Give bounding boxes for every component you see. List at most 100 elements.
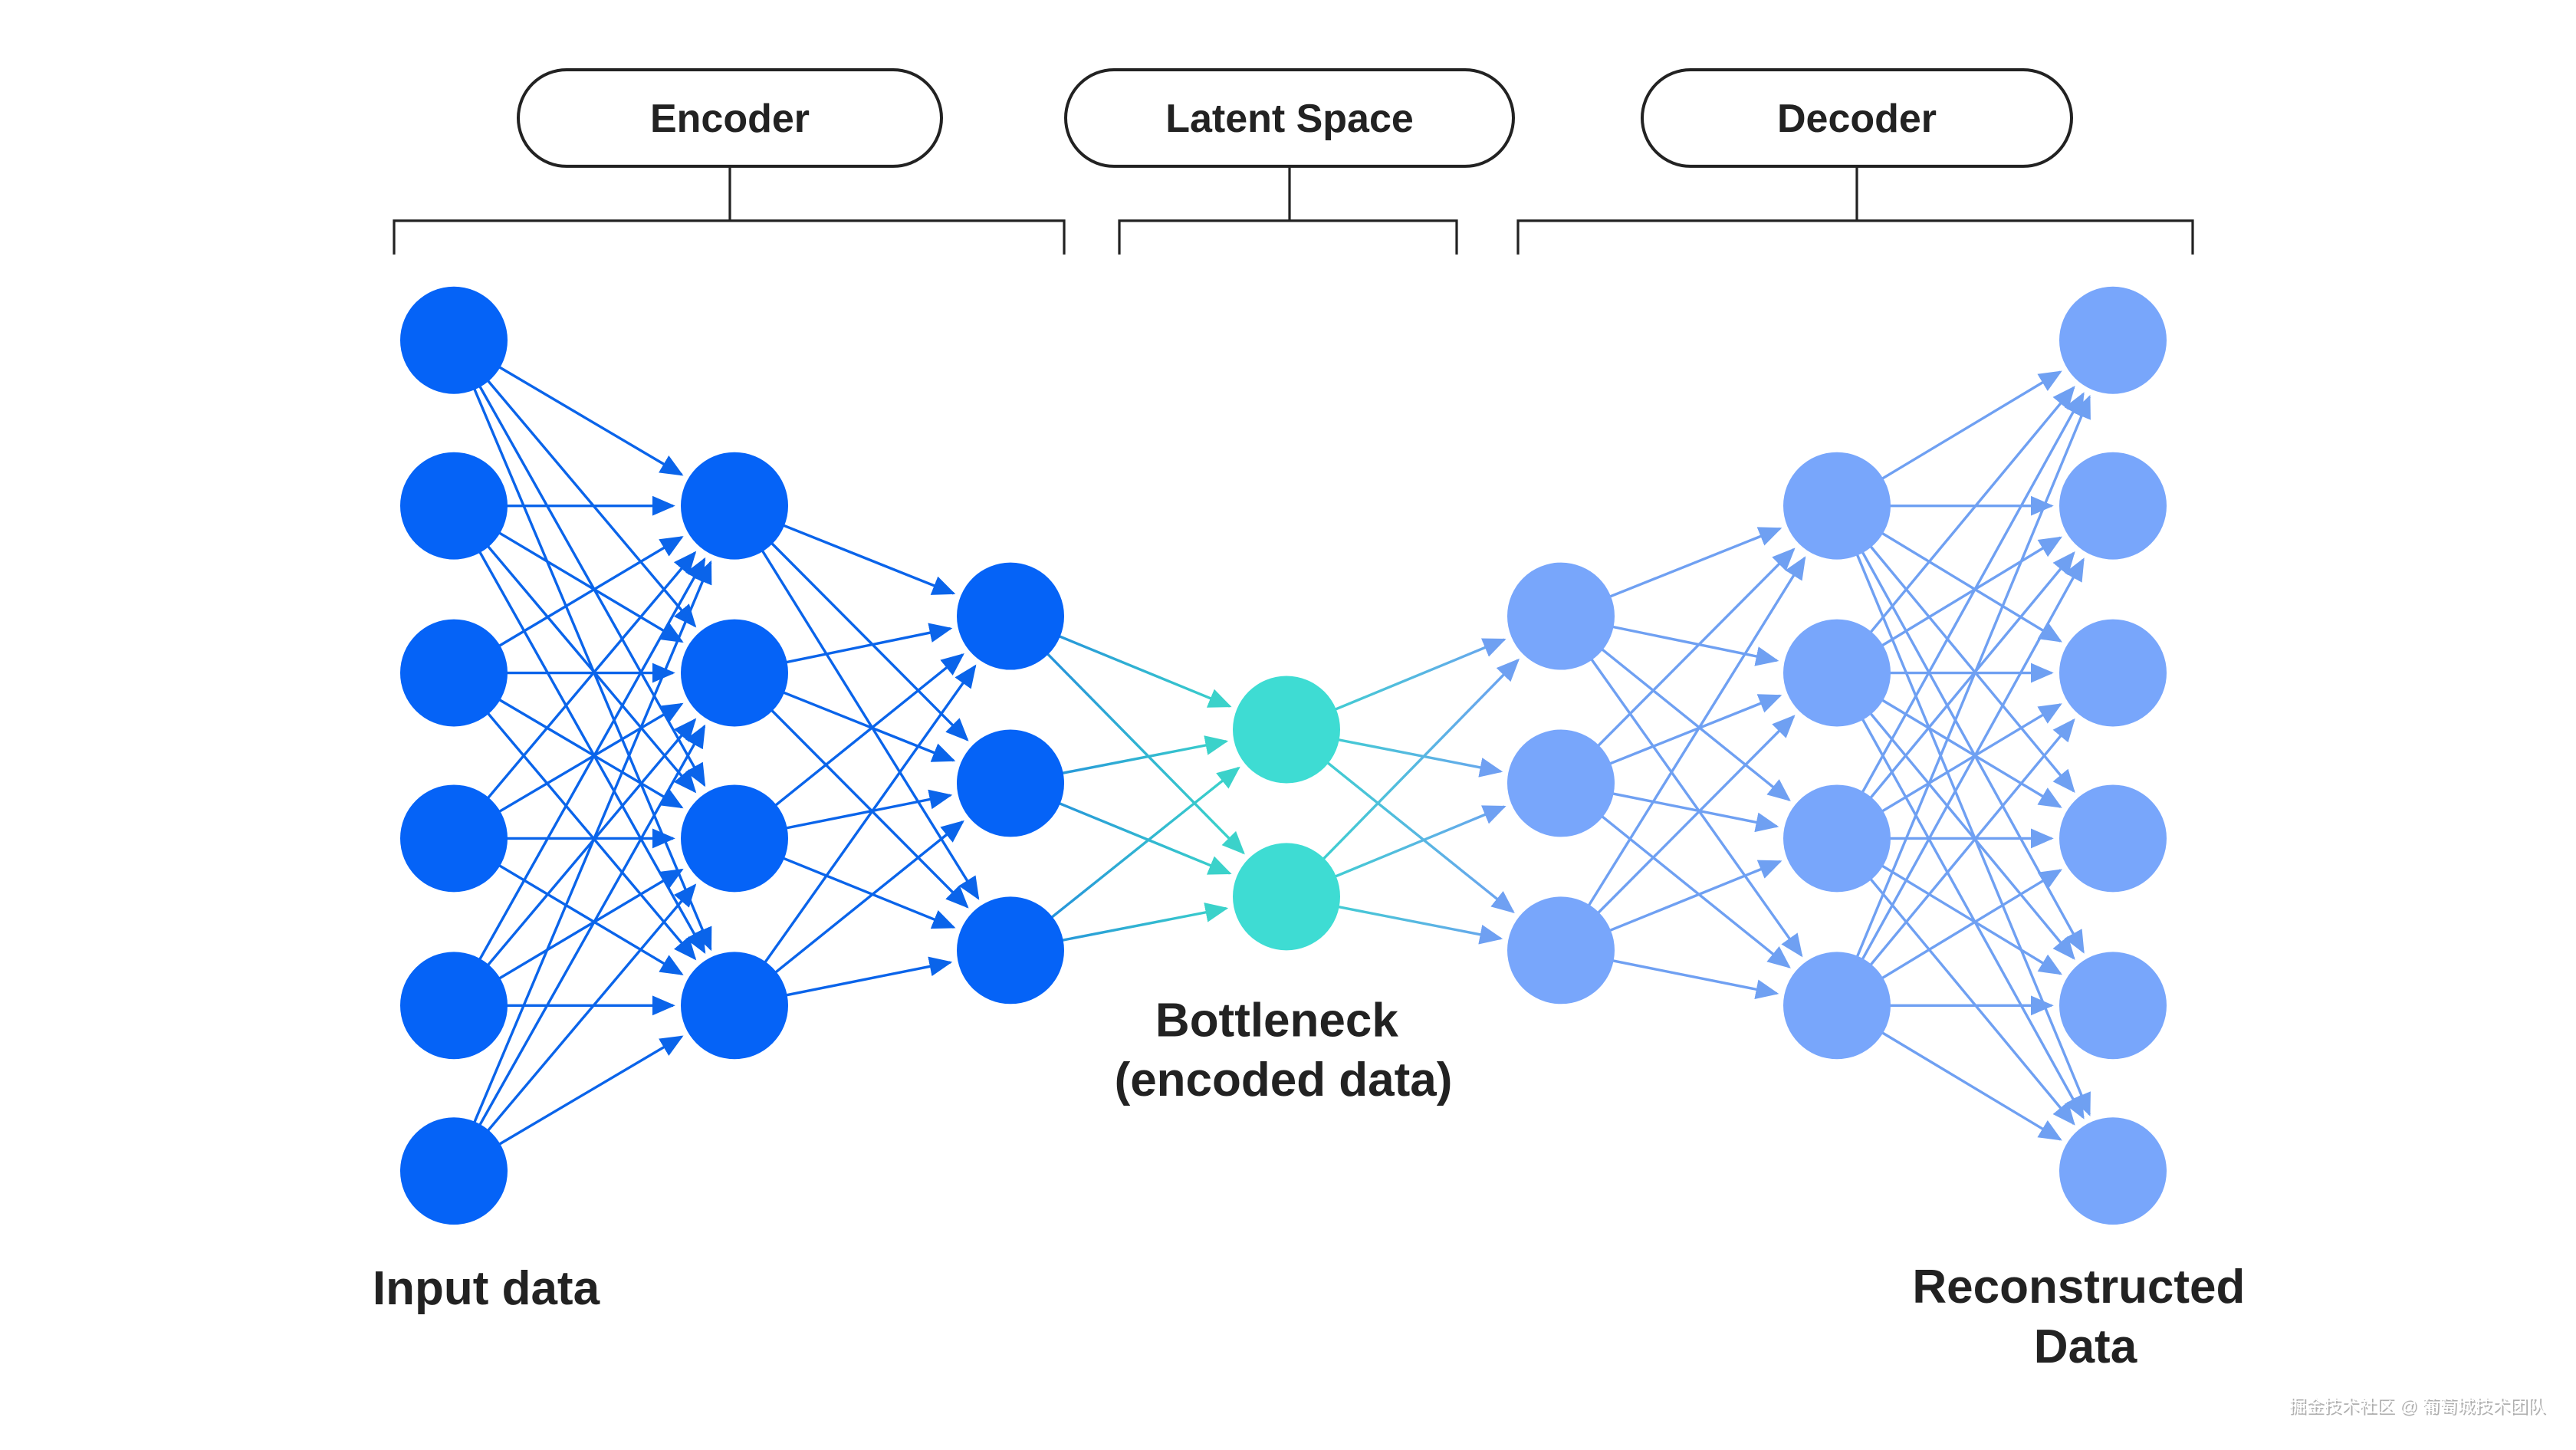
- edge-encoder-hidden-1-2-to-encoder-hidden-2-1: [777, 789, 953, 831]
- edge-decoder-hidden-1-2-to-decoder-hidden-2-0: [1583, 556, 1806, 913]
- edge-encoder-hidden-1-0-to-encoder-hidden-2-2: [757, 543, 980, 900]
- edge-decoder-hidden-2-3-to-output-layer-2: [1864, 718, 2075, 972]
- node-input-layer-6: [400, 1117, 508, 1225]
- edge-decoder-hidden-1-1-to-decoder-hidden-2-1: [1602, 694, 1783, 768]
- watermark-shadow-text: 掘金技术社区 @ 葡萄城技术团队: [2290, 1397, 2547, 1417]
- text-labels: Input data Bottleneck (encoded data) Rec…: [373, 994, 2258, 1373]
- edge-input-layer-1-to-encoder-hidden-1-2: [481, 538, 697, 794]
- input-data-label: Input data: [373, 1262, 600, 1315]
- bottleneck-label: Bottleneck (encoded data): [1115, 994, 1453, 1106]
- node-input-layer-3: [400, 619, 508, 727]
- node-output-layer-5: [2059, 952, 2167, 1060]
- node-encoder-hidden-2-1: [957, 562, 1064, 670]
- reconstructed-label-line2: Data: [2034, 1320, 2137, 1373]
- encoder-bracket: [393, 219, 1066, 255]
- edge-bottleneck-layer-1-to-decoder-hidden-1-1: [1326, 805, 1506, 881]
- edge-decoder-hidden-2-3-to-output-layer-3: [1874, 869, 2062, 984]
- edge-decoder-hidden-2-3-to-output-layer-5: [1874, 1027, 2062, 1141]
- edge-decoder-hidden-1-2-to-decoder-hidden-2-3: [1604, 958, 1779, 1000]
- edge-decoder-hidden-1-2-to-decoder-hidden-2-2: [1602, 860, 1783, 935]
- edge-encoder-hidden-1-1-to-encoder-hidden-2-2: [764, 703, 969, 909]
- edge-input-layer-4-to-encoder-hidden-1-1: [481, 718, 697, 973]
- watermark: 掘金技术社区 @ 葡萄城技术团队 掘金技术社区 @ 葡萄城技术团队: [2288, 1396, 2547, 1417]
- edge-decoder-hidden-1-0-to-decoder-hidden-2-2: [1595, 643, 1791, 802]
- edges-layer: [469, 361, 2091, 1150]
- latent-space-pill-label: Latent Space: [1165, 97, 1414, 141]
- edge-input-layer-3-to-encoder-hidden-1-1: [491, 702, 684, 817]
- edge-input-layer-4-to-encoder-hidden-1-0: [474, 557, 706, 968]
- node-encoder-hidden-1-4: [681, 952, 788, 1060]
- edge-encoder-hidden-1-0-to-encoder-hidden-2-0: [775, 521, 956, 595]
- edge-decoder-hidden-2-2-to-output-layer-5: [1864, 871, 2075, 1126]
- edge-decoder-hidden-2-1-to-output-layer-0: [1864, 386, 2075, 640]
- edge-input-layer-0-to-encoder-hidden-1-0: [491, 361, 684, 476]
- edge-encoder-hidden-1-2-to-encoder-hidden-2-2: [775, 853, 956, 929]
- node-encoder-hidden-2-2: [957, 729, 1064, 837]
- edge-decoder-hidden-2-2-to-output-layer-1: [1864, 551, 2075, 805]
- node-encoder-hidden-1-2: [681, 619, 788, 727]
- node-input-layer-2: [400, 452, 508, 560]
- node-encoder-hidden-1-1: [681, 452, 788, 560]
- edge-input-layer-2-to-encoder-hidden-1-3: [481, 705, 697, 961]
- edge-decoder-hidden-2-2-to-output-layer-2: [1874, 703, 2062, 817]
- edge-encoder-hidden-2-0-to-bottleneck-layer-1: [1040, 646, 1245, 855]
- edge-bottleneck-layer-1-to-decoder-hidden-1-0: [1316, 658, 1520, 866]
- edge-encoder-hidden-1-1-to-encoder-hidden-2-0: [777, 623, 953, 666]
- node-input-layer-4: [400, 784, 508, 893]
- edge-bottleneck-layer-0-to-decoder-hidden-1-0: [1326, 638, 1506, 714]
- edge-encoder-hidden-1-3-to-encoder-hidden-2-2: [777, 956, 953, 998]
- node-encoder-hidden-1-3: [681, 784, 788, 893]
- edge-bottleneck-layer-0-to-decoder-hidden-1-2: [1320, 756, 1515, 913]
- edge-encoder-hidden-1-3-to-encoder-hidden-2-0: [759, 664, 977, 970]
- node-bottleneck-layer-1: [1233, 676, 1340, 784]
- edge-input-layer-0-to-encoder-hidden-1-3: [469, 380, 712, 952]
- edge-input-layer-5-to-encoder-hidden-1-3: [491, 1035, 684, 1150]
- edge-decoder-hidden-1-2-to-decoder-hidden-2-1: [1591, 715, 1796, 920]
- edge-decoder-hidden-1-0-to-decoder-hidden-2-1: [1604, 623, 1779, 666]
- edge-encoder-hidden-2-1-to-bottleneck-layer-1: [1050, 798, 1232, 875]
- edge-input-layer-2-to-encoder-hidden-1-0: [491, 536, 684, 652]
- edge-decoder-hidden-2-0-to-output-layer-0: [1874, 370, 2062, 485]
- node-decoder-hidden-1-1: [1507, 562, 1615, 670]
- node-output-layer-1: [2059, 286, 2167, 394]
- edge-input-layer-2-to-encoder-hidden-1-2: [491, 694, 684, 809]
- nodes-layer: [400, 286, 2167, 1225]
- watermark-text: 掘金技术社区 @ 葡萄城技术团队: [2288, 1396, 2545, 1415]
- node-decoder-hidden-1-3: [1507, 896, 1615, 1004]
- reconstructed-data-label: Reconstructed Data: [1912, 1261, 2258, 1373]
- node-output-layer-6: [2059, 1117, 2167, 1225]
- edge-decoder-hidden-1-1-to-decoder-hidden-2-2: [1604, 791, 1779, 833]
- edge-decoder-hidden-1-0-to-decoder-hidden-2-0: [1602, 527, 1783, 601]
- edge-decoder-hidden-2-1-to-output-layer-5: [1857, 711, 2085, 1120]
- latent-space-bracket: [1118, 219, 1458, 255]
- edge-encoder-hidden-2-0-to-bottleneck-layer-0: [1050, 632, 1232, 708]
- encoder-pill-label: Encoder: [650, 97, 810, 141]
- edge-decoder-hidden-1-0-to-decoder-hidden-2-3: [1585, 651, 1803, 958]
- edge-decoder-hidden-2-3-to-output-layer-1: [1857, 557, 2085, 968]
- bottleneck-label-line1: Bottleneck: [1155, 994, 1398, 1047]
- bottleneck-label-line2: (encoded data): [1115, 1054, 1453, 1106]
- edge-bottleneck-layer-1-to-decoder-hidden-1-2: [1329, 903, 1503, 945]
- edge-decoder-hidden-2-0-to-output-layer-3: [1864, 539, 2075, 794]
- edge-input-layer-5-to-encoder-hidden-1-0: [469, 560, 712, 1131]
- decoder-bracket: [1516, 219, 2194, 255]
- edge-decoder-hidden-2-3-to-output-layer-0: [1852, 395, 2091, 965]
- edge-input-layer-3-to-encoder-hidden-1-3: [491, 860, 684, 975]
- node-decoder-hidden-2-1: [1783, 452, 1891, 560]
- node-output-layer-3: [2059, 619, 2167, 727]
- edge-input-layer-4-to-encoder-hidden-1-2: [491, 868, 684, 985]
- node-decoder-hidden-1-2: [1507, 729, 1615, 837]
- node-bottleneck-layer-2: [1233, 843, 1340, 951]
- edge-decoder-hidden-1-1-to-decoder-hidden-2-3: [1595, 810, 1791, 968]
- reconstructed-label-line1: Reconstructed: [1912, 1261, 2245, 1314]
- edge-encoder-hidden-2-2-to-bottleneck-layer-0: [1044, 766, 1240, 924]
- node-encoder-hidden-2-3: [957, 896, 1064, 1004]
- edge-encoder-hidden-2-2-to-bottleneck-layer-1: [1053, 903, 1229, 943]
- edge-input-layer-1-to-encoder-hidden-1-1: [491, 527, 684, 643]
- node-decoder-hidden-2-3: [1783, 784, 1891, 893]
- edge-encoder-hidden-1-1-to-encoder-hidden-2-1: [775, 688, 956, 762]
- edge-decoder-hidden-2-0-to-output-layer-2: [1874, 528, 2062, 643]
- edge-input-layer-0-to-encoder-hidden-1-1: [481, 373, 697, 628]
- node-output-layer-2: [2059, 452, 2167, 560]
